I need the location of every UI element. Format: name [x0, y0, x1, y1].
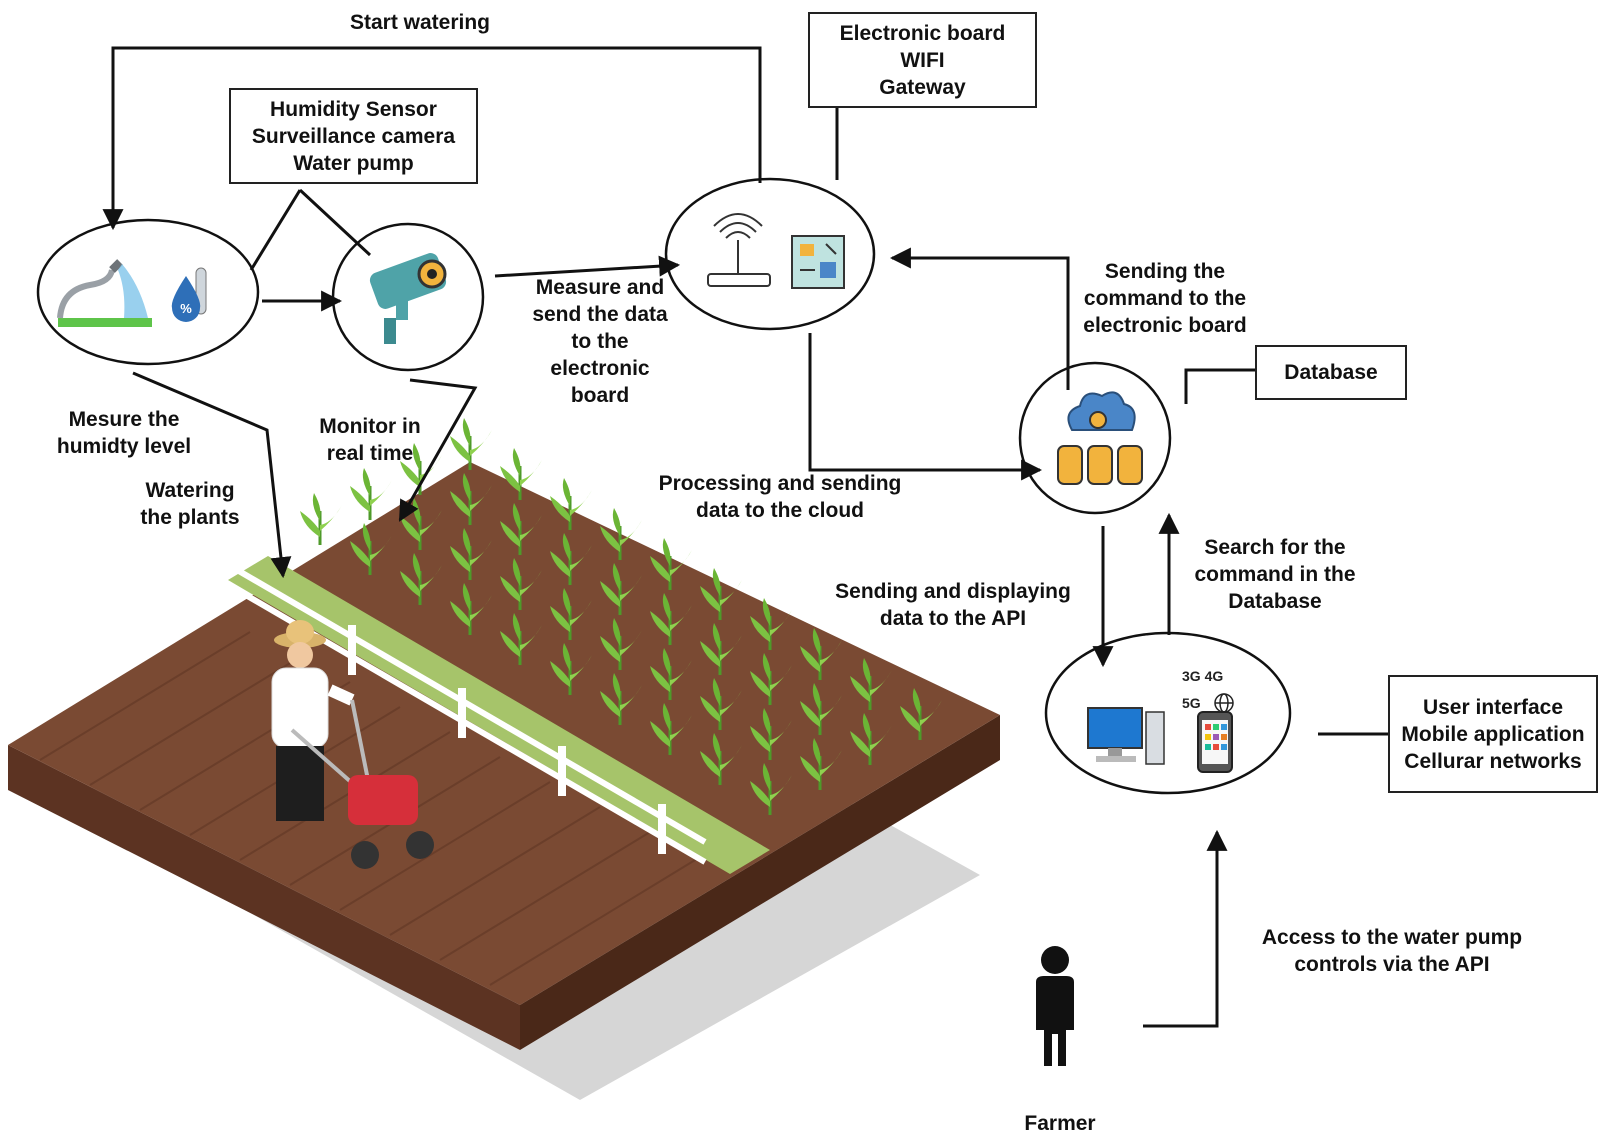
router-icon: [707, 213, 771, 287]
device-node: [1044, 631, 1292, 795]
label-start-watering: Start watering: [349, 11, 491, 34]
farmer-icon: [1036, 946, 1074, 1066]
arrow-farmer-device: [1143, 829, 1228, 1028]
connector-database-box: [1184, 368, 1255, 404]
farmer-with-tiller: [271, 620, 434, 869]
camera-icon: [369, 253, 447, 344]
label-farmer: Farmer: [1024, 1112, 1096, 1135]
sensors-box: Humidity Sensor Surveillance camera Wate…: [229, 88, 478, 184]
label-access: Access to the water pump controls via th…: [1261, 926, 1523, 976]
arrow-start-watering: [102, 46, 762, 231]
board-box: Electronic board WIFI Gateway: [808, 12, 1037, 108]
label-watering-plants: Watering the plants: [140, 479, 240, 529]
arrow-monitor: [398, 378, 478, 522]
smartphone-icon: [1197, 711, 1233, 773]
arrow-board-cloud: [808, 333, 1043, 481]
network-3g4g: 3G 4G: [1182, 668, 1224, 684]
arrow-watering-plants: [132, 371, 292, 579]
label-search-command: Search for the command in the Database: [1194, 536, 1356, 613]
globe-icon: [1214, 693, 1234, 713]
label-monitor: Monitor in real time: [319, 415, 421, 465]
label-mesure-humidity: Mesure the humidty level: [56, 408, 192, 458]
label-sending-displaying: Sending and displaying data to the API: [835, 580, 1071, 630]
board-node: [664, 177, 876, 331]
arrow-camera-board: [494, 255, 681, 278]
field-illustration: [8, 416, 1000, 1100]
user-interface-box: User interface Mobile application Cellur…: [1388, 675, 1598, 793]
computer-icon: [1087, 707, 1165, 765]
arrow-cloud-board: [889, 247, 1070, 390]
cloud-node: [1018, 361, 1172, 515]
connector-sensors-box: [249, 188, 372, 271]
network-5g: 5G: [1182, 695, 1201, 711]
label-measure-send: Measure and send the data to the electro…: [532, 276, 668, 407]
database-box: Database: [1255, 345, 1407, 400]
label-sending-command: Sending the command to the electronic bo…: [1083, 260, 1247, 337]
cloud-database-icon: [1057, 391, 1143, 485]
sensor-node: [36, 218, 260, 366]
humidity-drop-icon: %: [171, 267, 207, 322]
label-processing-sending: Processing and sending data to the cloud: [658, 472, 902, 522]
hose-icon: [57, 259, 152, 327]
circuit-board-icon: [791, 235, 845, 289]
svg-text:%: %: [180, 301, 192, 316]
